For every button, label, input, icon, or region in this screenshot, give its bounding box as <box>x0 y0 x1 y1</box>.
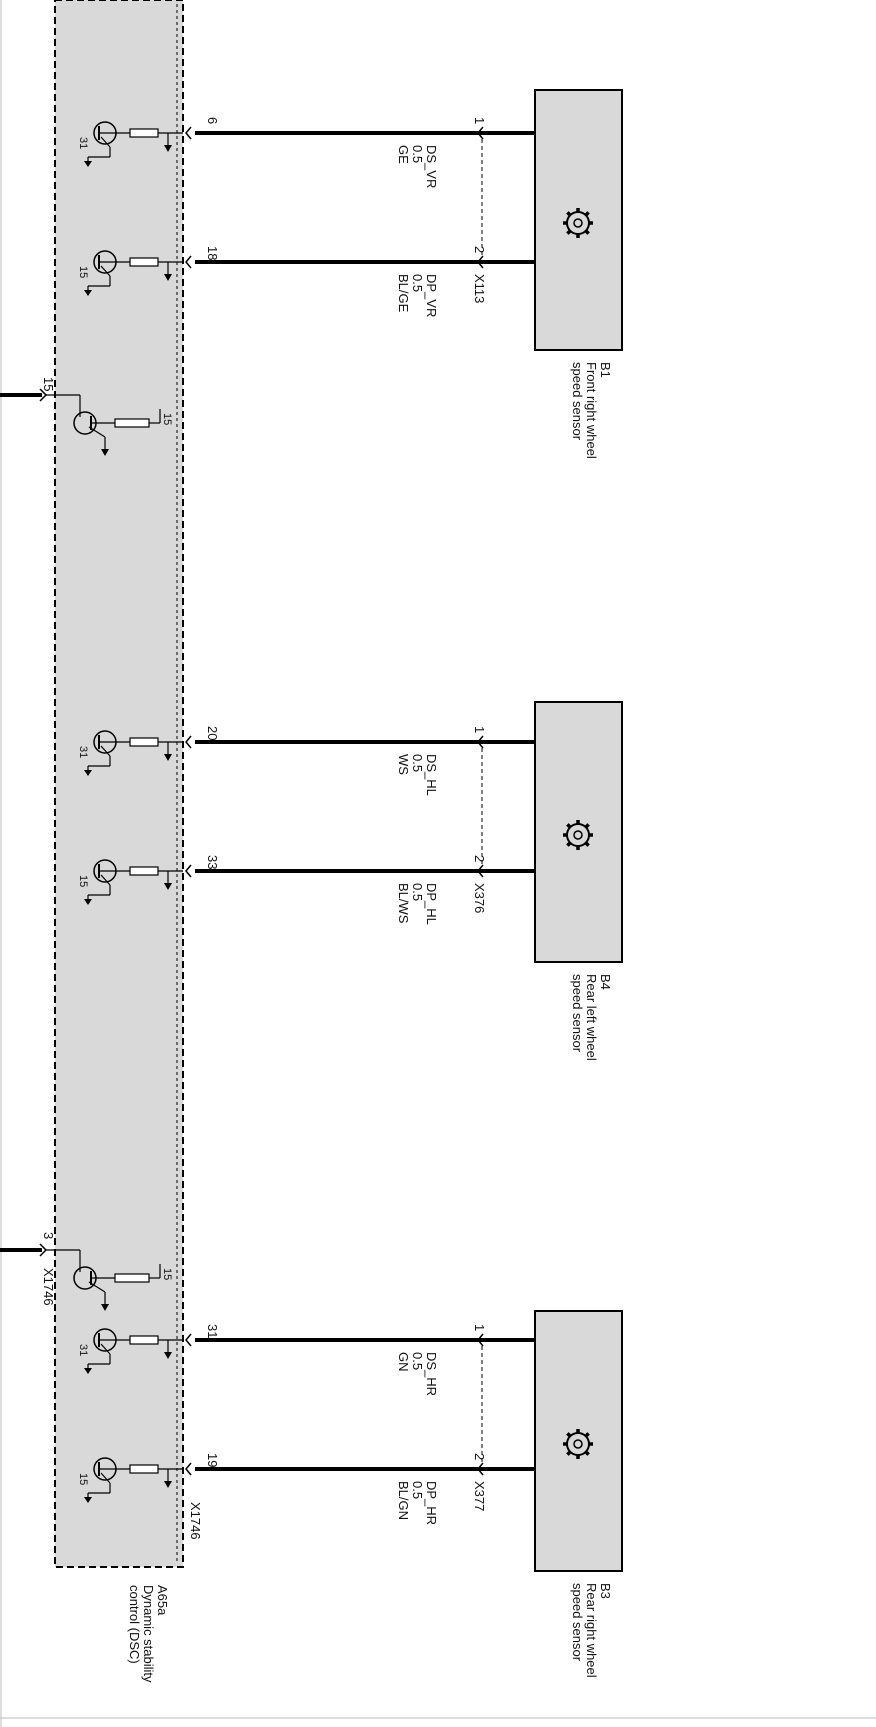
transistor-label: 31 <box>77 137 89 149</box>
sensor-designator: B4 <box>598 974 613 990</box>
sensor-pin-number: 1 <box>472 726 487 733</box>
supply-connector-label: X1746 <box>41 1268 56 1306</box>
sensor-designator: B1 <box>598 362 613 378</box>
module-name-line: Dynamic stability <box>141 1585 156 1683</box>
connector-chevron <box>185 1333 192 1347</box>
module-pin-number: 18 <box>205 246 220 260</box>
module-name-line: control (DSC) <box>127 1585 142 1664</box>
sensor-name-line: Rear right wheel <box>584 1583 599 1678</box>
connector-chevron <box>477 255 484 269</box>
sensor-connector-label: X113 <box>472 274 487 303</box>
transistor-label: 15 <box>161 1268 173 1280</box>
sensor-name-line: speed sensor <box>570 362 585 441</box>
module-pin-number: 19 <box>205 1453 220 1467</box>
transistor-stage: 15 <box>77 859 183 905</box>
module-pin-number: 6 <box>205 117 220 124</box>
wire-signal: DP_VR <box>424 274 439 317</box>
module-connector-label: X1746 <box>188 1502 203 1540</box>
connector-chevron <box>185 126 192 140</box>
connector-chevron <box>477 864 484 878</box>
transistor-label: 15 <box>77 266 89 278</box>
wire-size: 0.5 <box>410 1352 425 1370</box>
module-pin-number: 31 <box>205 1324 220 1338</box>
module-pin-number: 33 <box>205 855 220 869</box>
sensor-b4 <box>534 701 623 963</box>
module-pin-number: 20 <box>205 726 220 740</box>
sensor-designator: B3 <box>598 1583 613 1599</box>
gear-icon <box>563 820 593 850</box>
gear-icon <box>563 1429 593 1459</box>
transistor-label: 31 <box>77 1344 89 1356</box>
supply-input: 3 15 <box>0 1232 173 1311</box>
sensor-name-line: Front right wheel <box>584 362 599 459</box>
wire-signal: DS_VR <box>424 145 439 188</box>
wire-size: 0.5 <box>410 1481 425 1499</box>
transistor-stage: 31 <box>77 1328 183 1374</box>
transistor-label: 31 <box>77 746 89 758</box>
supply-pin-number: 15 <box>41 377 56 391</box>
wire-color: GE <box>396 145 411 164</box>
sensor-pin-number: 1 <box>472 117 487 124</box>
wire-size: 0.5 <box>410 754 425 772</box>
sensor-pin-number: 2 <box>472 855 487 862</box>
wire-color: GN <box>396 1352 411 1372</box>
gear-icon <box>563 208 593 238</box>
transistor-stage: 31 <box>77 121 183 167</box>
wire-color: BL/GN <box>396 1481 411 1520</box>
transistor-stage: 15 <box>77 1457 183 1503</box>
connector-chevron <box>477 735 484 749</box>
module-designator: A65a <box>155 1585 170 1616</box>
sensor-name-line: speed sensor <box>570 974 585 1053</box>
sensor-name-line: speed sensor <box>570 1583 585 1662</box>
connector-chevron <box>477 1462 484 1476</box>
sensor-b3 <box>534 1310 623 1572</box>
wire-signal: DS_HR <box>424 1352 439 1396</box>
connector-chevron <box>185 1462 192 1476</box>
connector-chevron <box>477 1333 484 1347</box>
connector-chevron <box>185 864 192 878</box>
wire-color: BL/WS <box>396 883 411 924</box>
sensor-name-line: Rear left wheel <box>584 974 599 1061</box>
connector-chevron <box>185 255 192 269</box>
wire-signal: DP_HL <box>424 883 439 925</box>
connector-chevron <box>185 735 192 749</box>
wire-size: 0.5 <box>410 274 425 292</box>
sensor-b1 <box>534 89 623 351</box>
wire-size: 0.5 <box>410 145 425 163</box>
connector-chevron <box>477 126 484 140</box>
sensor-connector-label: X377 <box>472 1481 487 1511</box>
wire-color: WS <box>396 754 411 775</box>
wire-color: BL/GE <box>396 274 411 313</box>
transistor-label: 15 <box>161 413 173 425</box>
wire-size: 0.5 <box>410 883 425 901</box>
transistor-stage: 15 <box>77 250 183 296</box>
dsc-module-box <box>54 0 184 1568</box>
transistor-label: 15 <box>77 875 89 887</box>
supply-pin-number: 3 <box>41 1232 56 1239</box>
sensor-connector-label: X376 <box>472 883 487 913</box>
sensor-pin-number: 2 <box>472 1453 487 1460</box>
sensor-box <box>534 1310 623 1572</box>
sensor-pin-number: 1 <box>472 1324 487 1331</box>
transistor-stage: 31 <box>77 730 183 776</box>
wire-signal: DP_HR <box>424 1481 439 1525</box>
sensor-pin-number: 2 <box>472 246 487 253</box>
wire-signal: DS_HL <box>424 754 439 796</box>
transistor-label: 15 <box>77 1473 89 1485</box>
